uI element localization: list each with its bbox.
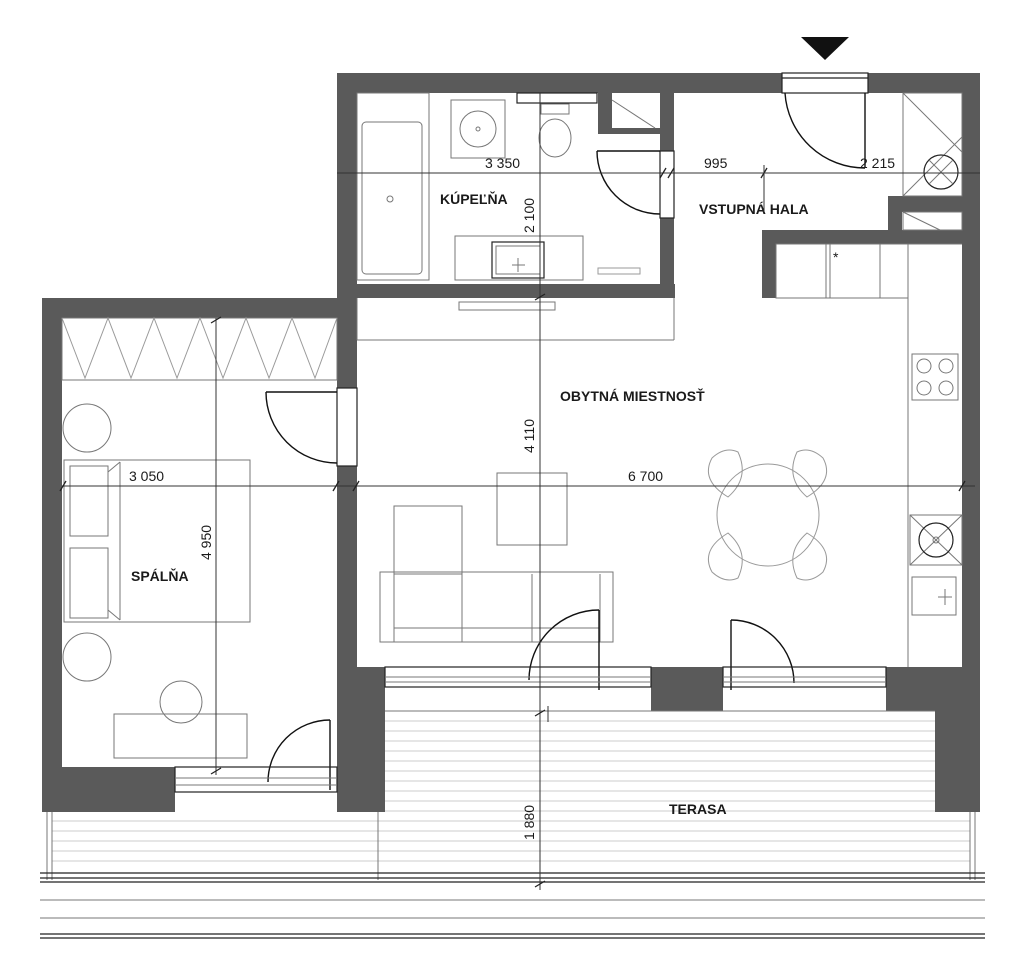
entry [781,37,869,169]
dim-living-depth: 4 110 [521,419,537,453]
terrace-planks [52,720,970,862]
walls [42,73,980,812]
dim-entry-width: 2 215 [860,155,895,171]
bedroom: SPÁLŇA [61,316,338,759]
dim-bath-width: 3 350 [485,155,520,171]
dim-terrace-depth: 1 880 [521,805,537,840]
svg-text:*: * [833,249,839,265]
dim-bedroom-width: 3 050 [129,468,164,484]
dim-bath-depth: 2 100 [521,198,537,233]
room-label-living: OBYTNÁ MIESTNOSŤ [560,387,705,404]
room-label-bathroom: KÚPEĽŇA [440,190,508,207]
dim-hall-width: 995 [704,155,728,171]
room-label-hall: VSTUPNÁ HALA [699,201,809,217]
room-label-bedroom: SPÁLŇA [131,567,189,584]
room-label-terrace: TERASA [669,801,727,817]
hall: VSTUPNÁ HALA [699,92,963,231]
bathroom: KÚPEĽŇA [356,92,675,281]
terrace: TERASA [40,710,985,939]
entry-arrow-icon [801,37,849,60]
living-room: OBYTNÁ MIESTNOSŤ [356,298,827,643]
glazing [174,666,887,793]
dimension-lines: 3 350 995 2 215 6 700 3 050 2 100 4 110 … [59,93,980,890]
kitchen: * [775,243,963,667]
dim-living-width: 6 700 [628,468,663,484]
dim-bedroom-depth: 4 950 [198,525,214,560]
